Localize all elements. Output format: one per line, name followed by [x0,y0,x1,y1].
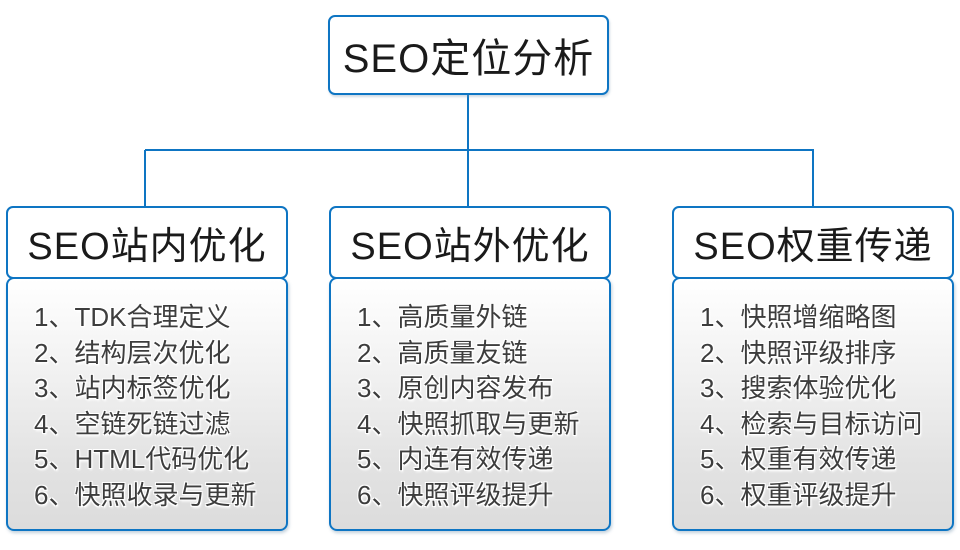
list-item: 2、快照评级排序 [700,337,897,368]
list-item: 1、TDK合理定义 [34,302,231,332]
list-item: 6、快照评级提升 [357,479,554,510]
connector-drop-right-line [812,150,814,207]
list-item: 1、快照增缩略图 [700,302,897,332]
root-node-label: SEO定位分析 [342,37,595,81]
column-offsite-list: 1、高质量外链 2、高质量友链 3、原创内容发布 4、快照抓取与更新 5、内连有… [329,277,611,531]
list-item: 3、原创内容发布 [357,373,554,403]
connector-crossbar-line [145,149,814,151]
column-weight-transfer: SEO权重传递 1、快照增缩略图 2、快照评级排序 3、搜索体验优化 4、检索与… [672,206,954,531]
list-item: 5、内连有效传递 [357,444,554,474]
column-weight-list: 1、快照增缩略图 2、快照评级排序 3、搜索体验优化 4、检索与目标访问 5、权… [672,277,954,531]
list-item: 4、快照抓取与更新 [357,408,580,439]
list-item: 2、结构层次优化 [34,337,231,368]
connector-drop-middle-line [467,150,469,207]
list-item: 2、高质量友链 [357,337,528,368]
list-item: 5、HTML代码优化 [34,444,250,474]
list-item: 3、搜索体验优化 [700,373,897,403]
list-item: 4、检索与目标访问 [700,408,923,439]
list-item: 3、站内标签优化 [34,373,231,403]
column-onsite-header: SEO站内优化 [6,206,288,279]
list-item: 5、权重有效传递 [700,444,897,474]
column-weight-title: SEO权重传递 [693,226,933,268]
column-onsite-list: 1、TDK合理定义 2、结构层次优化 3、站内标签优化 4、空链死链过滤 5、H… [6,277,288,531]
column-offsite-title: SEO站外优化 [350,226,590,268]
connector-drop-left-line [144,150,146,207]
column-weight-header: SEO权重传递 [672,206,954,279]
column-offsite-optimization: SEO站外优化 1、高质量外链 2、高质量友链 3、原创内容发布 4、快照抓取与… [329,206,611,531]
list-item: 1、高质量外链 [357,302,528,332]
list-item: 6、快照收录与更新 [34,479,257,510]
list-item: 6、权重评级提升 [700,479,897,510]
list-item: 4、空链死链过滤 [34,408,231,439]
root-node: SEO定位分析 [328,15,609,95]
column-onsite-optimization: SEO站内优化 1、TDK合理定义 2、结构层次优化 3、站内标签优化 4、空链… [6,206,288,531]
column-offsite-header: SEO站外优化 [329,206,611,279]
column-onsite-title: SEO站内优化 [27,226,267,268]
connector-trunk-line [467,95,469,151]
